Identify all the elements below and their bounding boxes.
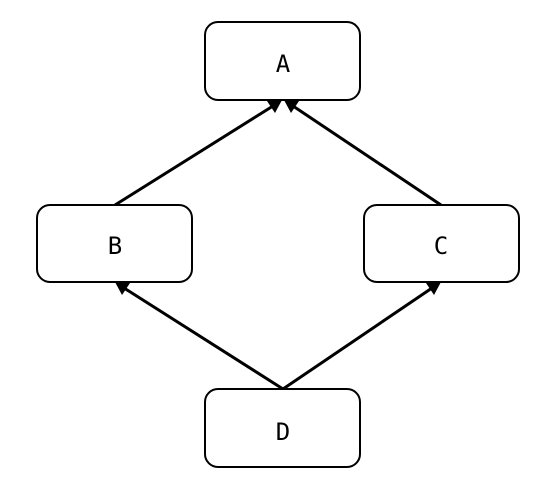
- node-b-label: B: [108, 232, 122, 260]
- node-d-label: D: [276, 418, 290, 446]
- node-a: A: [204, 21, 361, 101]
- edge-b-to-a: [114, 100, 282, 207]
- node-d: D: [204, 388, 361, 468]
- arrow-head-icon: [115, 282, 130, 295]
- edges-layer: [114, 100, 442, 391]
- node-d-box: [204, 388, 361, 468]
- edge-d-to-b-line: [123, 286, 284, 391]
- node-b: B: [36, 204, 193, 283]
- edge-c-to-a-line: [292, 104, 442, 207]
- node-c-label: C: [434, 232, 448, 260]
- node-c-box: [363, 204, 520, 283]
- arrow-head-icon: [284, 100, 299, 113]
- node-c: C: [363, 204, 520, 283]
- edge-b-to-a-line: [114, 104, 274, 207]
- edge-d-to-c-line: [282, 286, 433, 391]
- node-a-box: [204, 21, 361, 101]
- arrow-head-icon: [426, 282, 441, 295]
- edge-d-to-b: [115, 282, 284, 391]
- node-a-label: A: [276, 50, 291, 78]
- arrow-head-icon: [267, 100, 282, 113]
- edge-d-to-c: [282, 282, 441, 391]
- edge-c-to-a: [284, 100, 442, 207]
- node-b-box: [36, 204, 193, 283]
